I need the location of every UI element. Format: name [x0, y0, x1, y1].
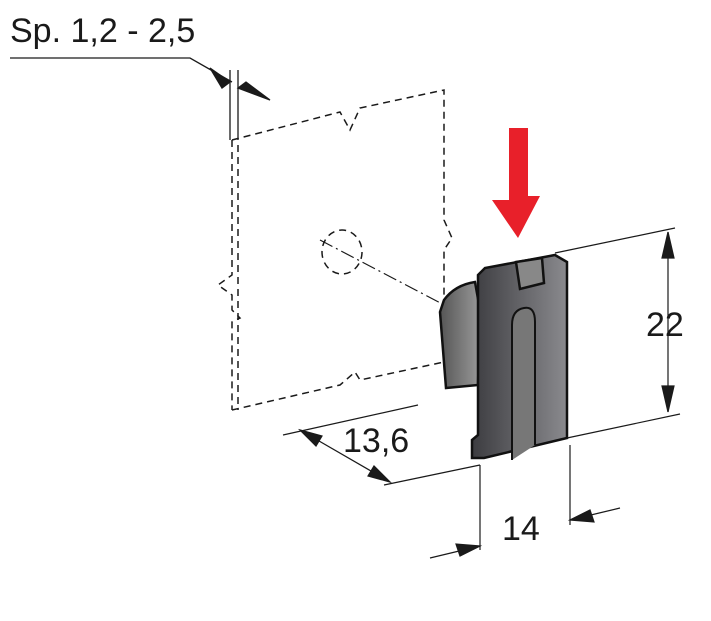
width-label: 14 [502, 510, 540, 548]
height-label: 22 [646, 306, 684, 344]
panel-outline [216, 89, 453, 411]
depth-label: 13,6 [343, 422, 410, 460]
thickness-dimension [10, 57, 271, 140]
center-line [319, 239, 451, 309]
clip-part [438, 253, 569, 460]
thickness-label: Sp. 1,2 - 2,5 [10, 12, 196, 50]
insert-direction-arrow-icon [492, 128, 540, 238]
dimension-lines [282, 227, 681, 559]
